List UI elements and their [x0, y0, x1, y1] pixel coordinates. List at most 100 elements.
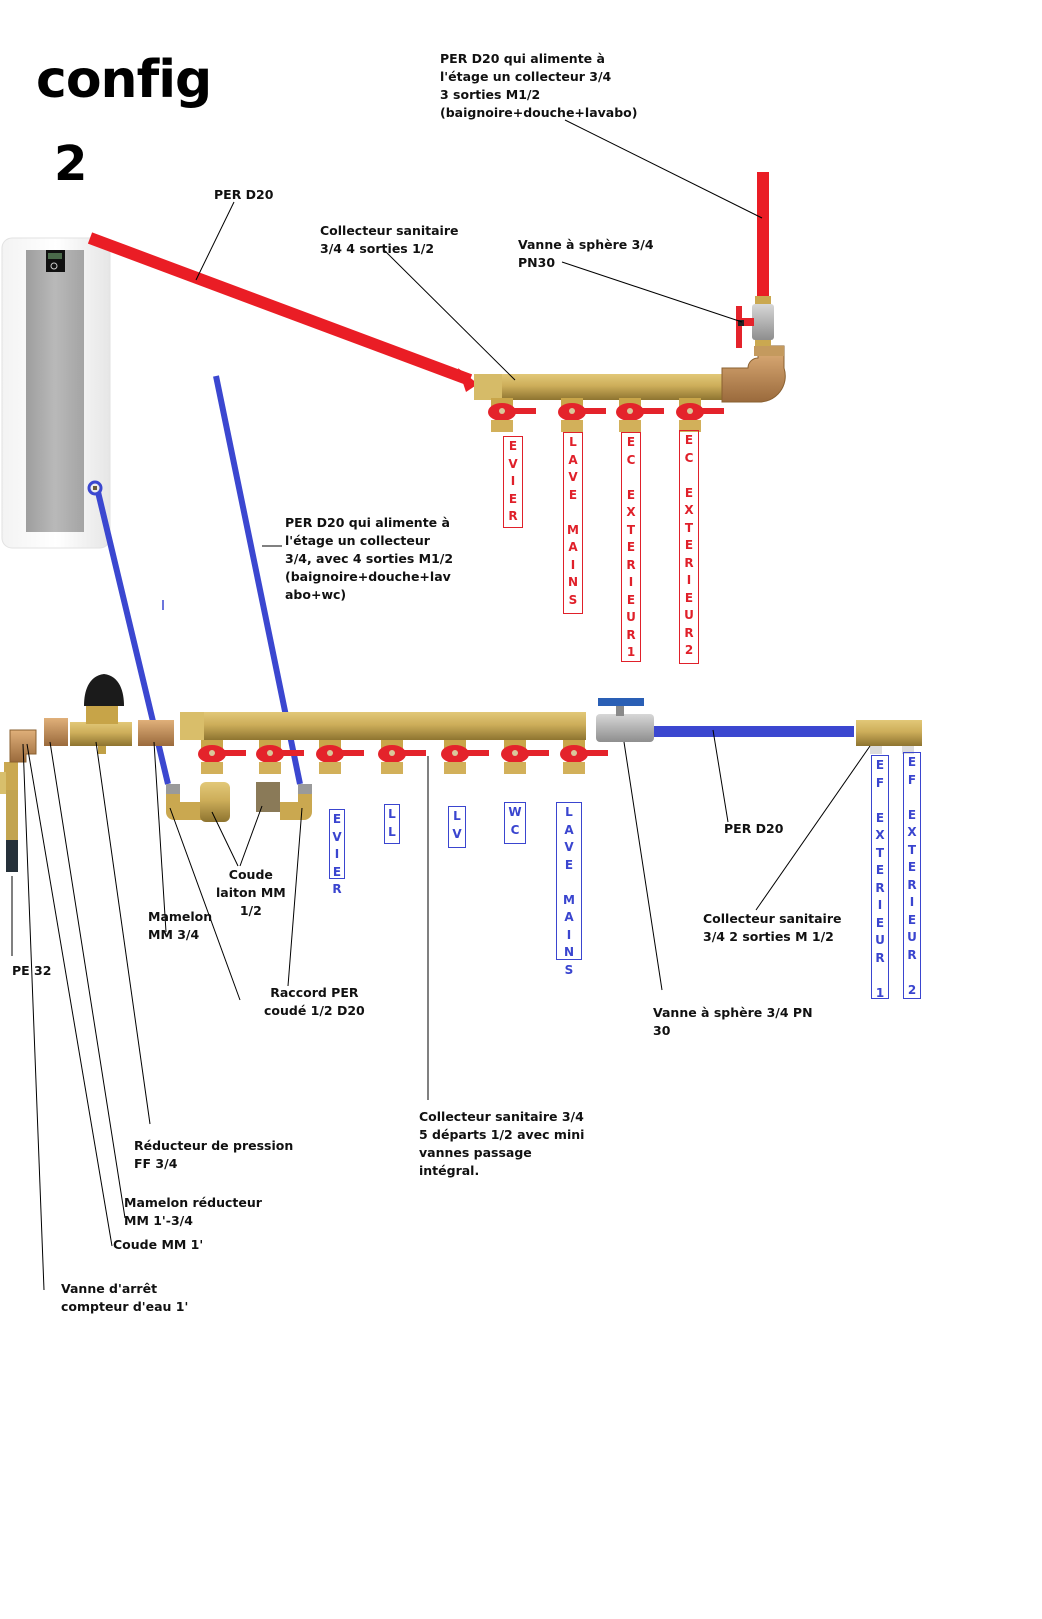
outlet-label-letter: E	[626, 487, 636, 502]
outlet-label-letter: S	[564, 962, 574, 977]
outlet-label-letter: E	[875, 810, 885, 825]
label-upstairs-cold-feed: PER D20 qui alimente à l'étage un collec…	[285, 515, 454, 602]
outdoor-collector	[856, 720, 922, 754]
outlet-label-letter: E	[684, 590, 694, 605]
outlet-label-letter: X	[907, 825, 917, 839]
label-per-d20-hot: PER D20	[214, 187, 274, 202]
label-cold-collector: Collecteur sanitaire 3/4 5 départs 1/2 a…	[419, 1109, 585, 1178]
outlet-label-letter: 1	[626, 645, 636, 659]
label-nipple-mm34: Mamelon MM 3/4	[148, 909, 213, 942]
outlet-label-letter: A	[568, 540, 578, 554]
outlet-label-letter: E	[875, 758, 885, 772]
outlet-label-letter: I	[570, 557, 576, 572]
cold-inlet-connector	[87, 480, 103, 496]
outlet-label-letter: A	[564, 910, 574, 924]
outlet-label-letter: R	[332, 882, 342, 896]
outlet-label-letter: R	[508, 509, 518, 523]
outlet-label-letter: R	[684, 625, 694, 640]
cold-ball-valve	[596, 698, 654, 742]
label-reducer-nipple: Mamelon réducteur MM 1'-3/4	[124, 1195, 262, 1228]
outlet-label-letter: X	[626, 505, 636, 519]
hot-collector-valves	[488, 398, 724, 432]
outlet-label-letter: U	[875, 933, 885, 947]
outlet-label-letter: E	[332, 864, 342, 879]
outlet-label-letter: V	[332, 829, 342, 844]
hot-per-pipe	[87, 232, 478, 392]
hot-collector-elbow	[721, 345, 786, 403]
outlet-label-letter: I	[628, 575, 634, 589]
label-elbow-mm1: Coude MM 1'	[113, 1237, 204, 1252]
cold-outlet-valve	[560, 740, 608, 774]
cold-outlet-valve	[256, 740, 304, 774]
outlet-label-letter: M	[563, 892, 575, 907]
outlet-label-letter: I	[510, 474, 516, 488]
outlet-label-letter: 1	[875, 985, 885, 1000]
outlet-label-letter: I	[877, 898, 883, 912]
label-per-elbow: Raccord PER coudé 1/2 D20	[264, 985, 365, 1018]
outlet-label-letter	[687, 467, 691, 485]
outlet-label-letter: R	[626, 557, 636, 572]
outlet-label-letter: M	[567, 522, 579, 537]
outlet-label-letter: T	[907, 842, 917, 857]
outlet-label-letter: X	[875, 828, 885, 842]
inlet-fittings	[0, 674, 312, 872]
outlet-label-letter: R	[907, 947, 917, 962]
outlet-label-letter: F	[907, 772, 917, 787]
outlet-label-letter: R	[907, 877, 917, 892]
outlet-label-letter	[910, 789, 914, 807]
outlet-label-letter: U	[684, 608, 694, 622]
outlet-label-letter: W	[508, 805, 522, 819]
outlet-label-letter: I	[566, 927, 572, 942]
hot-outlet-valve	[616, 398, 664, 432]
outlet-label-letter: E	[875, 915, 885, 930]
outlet-label-letter: X	[684, 503, 694, 517]
outlet-label-letter	[878, 792, 882, 810]
cold-outlet-valve	[198, 740, 246, 774]
outlet-label-letter: T	[684, 520, 694, 535]
outlet-label-letter: I	[686, 573, 692, 587]
outlet-label-letter	[567, 874, 571, 892]
outlet-label-letter: E	[626, 592, 636, 607]
outlet-label-letter: E	[684, 433, 694, 447]
outlet-label-letter: E	[564, 857, 574, 872]
outlet-label-letter: V	[564, 840, 574, 854]
cold-per-pipe-outdoor	[654, 726, 854, 737]
outlet-label-letter	[571, 504, 575, 522]
outlet-label-letter: R	[684, 555, 694, 570]
label-hot-collector: Collecteur sanitaire 3/4 4 sorties 1/2	[320, 223, 459, 256]
label-meter-valve: Vanne d'arrêt compteur d'eau 1'	[61, 1281, 189, 1314]
outlet-label-letter: I	[334, 847, 340, 861]
outlet-label-letter: T	[875, 845, 885, 860]
outlet-label-letter: I	[909, 895, 915, 909]
outlet-label-letter: E	[684, 538, 694, 552]
outlet-label-letter: A	[564, 822, 574, 837]
water-heater	[1, 237, 111, 549]
cold-collector-valves	[198, 740, 608, 774]
outlet-label-letter: N	[563, 945, 575, 959]
label-hot-ball-valve: Vanne à sphère 3/4 PN30	[518, 237, 654, 270]
outlet-label-letter: E	[907, 912, 917, 927]
label-pressure-reducer: Réducteur de pression FF 3/4	[134, 1138, 294, 1171]
outlet-label-letter: L	[453, 809, 461, 823]
label-cold-ball-valve: Vanne à sphère 3/4 PN 30	[653, 1005, 813, 1038]
label-upstairs-hot-feed: PER D20 qui alimente à l'étage un collec…	[440, 51, 638, 120]
label-outdoor-collector: Collecteur sanitaire 3/4 2 sorties M 1/2	[703, 911, 842, 944]
outlet-label-letter: E	[907, 807, 917, 822]
outlet-label-letter: E	[626, 540, 636, 554]
cold-outlet-valve	[441, 740, 489, 774]
outlet-label-letter: V	[452, 826, 462, 841]
outlet-label-letter: T	[626, 522, 636, 537]
outlet-label-letter: S	[568, 592, 578, 607]
label-per-d20-outdoor: PER D20	[724, 821, 784, 836]
outlet-label-letter: E	[508, 491, 518, 506]
outlet-label-letter: E	[332, 812, 342, 826]
